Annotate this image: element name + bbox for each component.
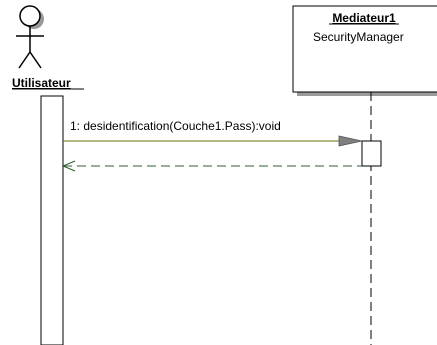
return-arrow-head bbox=[61, 160, 76, 172]
object-class-name: SecurityManager bbox=[313, 30, 404, 44]
object-instance-name: Mediateur1 bbox=[332, 11, 396, 25]
actor-activation-bar bbox=[40, 95, 64, 345]
object-box bbox=[292, 5, 437, 93]
message-label: 1: desidentification(Couche1.Pass):void bbox=[70, 119, 281, 133]
object-activation-box bbox=[361, 140, 382, 167]
call-arrow-head bbox=[338, 135, 363, 147]
actor-icon bbox=[16, 5, 44, 69]
actor-name: Utilisateur bbox=[12, 76, 71, 90]
